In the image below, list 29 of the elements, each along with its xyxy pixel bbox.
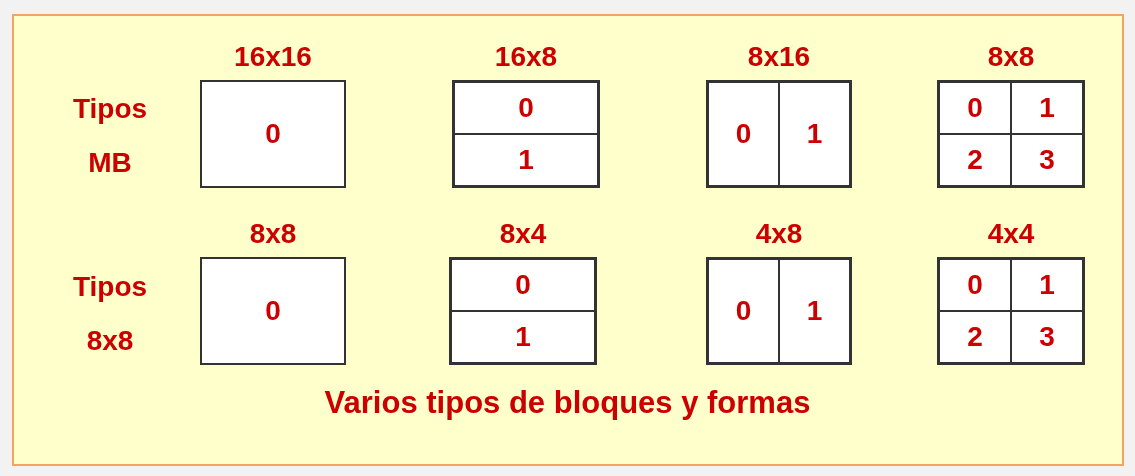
block-size-heading: 4x8 bbox=[754, 217, 804, 251]
partition: 0 bbox=[939, 82, 1011, 134]
partition: 1 bbox=[451, 311, 595, 363]
partition: 1 bbox=[454, 134, 598, 186]
block-size-heading: 8x4 bbox=[498, 217, 548, 251]
partition: 0 bbox=[454, 82, 598, 134]
block-size-heading: 8x8 bbox=[248, 217, 298, 251]
row-label: Tipos 8x8 bbox=[71, 270, 149, 358]
macroblock: 0 bbox=[200, 80, 346, 188]
block-size-heading: 16x8 bbox=[493, 40, 559, 74]
partition: 1 bbox=[779, 82, 850, 186]
block-size-heading: 8x16 bbox=[746, 40, 812, 74]
partition: 3 bbox=[1011, 311, 1083, 363]
macroblock: 0 bbox=[200, 257, 346, 365]
partition: 3 bbox=[1011, 134, 1083, 186]
partition: 2 bbox=[939, 134, 1011, 186]
partition: 1 bbox=[1011, 82, 1083, 134]
block-size-heading: 16x16 bbox=[233, 40, 313, 74]
partition: 1 bbox=[1011, 259, 1083, 311]
partition: 1 bbox=[779, 259, 850, 363]
partition: 2 bbox=[939, 311, 1011, 363]
block-size-heading: 8x8 bbox=[986, 40, 1036, 74]
partition: 0 bbox=[708, 259, 779, 363]
partition: 0 bbox=[939, 259, 1011, 311]
row-label: Tipos MB bbox=[71, 92, 149, 180]
partition: 0 bbox=[708, 82, 779, 186]
caption: Varios tipos de bloques y formas bbox=[323, 385, 812, 421]
block-size-heading: 4x4 bbox=[986, 217, 1036, 251]
partition: 0 bbox=[451, 259, 595, 311]
